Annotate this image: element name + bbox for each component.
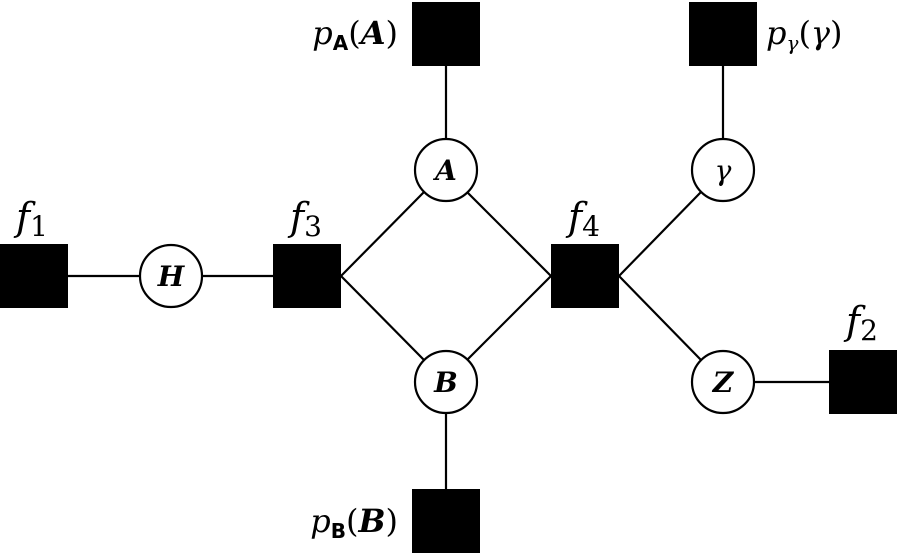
edge-f3-A	[340, 191, 425, 277]
variable-H: H	[138, 243, 204, 309]
variable-H-circle	[138, 243, 204, 309]
label-pA-open: (	[348, 14, 360, 52]
variable-Z-circle	[690, 349, 756, 415]
factor-f3	[273, 244, 341, 308]
edge-f4-gamma	[618, 191, 702, 277]
label-f1: f1	[13, 195, 48, 243]
variable-Z: Z	[690, 349, 756, 415]
edge-f3-B	[340, 275, 425, 361]
variable-B-circle	[413, 349, 479, 415]
factor-f4	[551, 244, 619, 308]
label-pGamma-p: p	[766, 14, 786, 52]
label-f1-sub: 1	[30, 210, 48, 243]
label-f3-sub: 3	[304, 210, 322, 243]
variable-A-circle	[413, 137, 479, 203]
factor-f2	[829, 350, 897, 414]
label-f2-sub: 2	[860, 314, 878, 347]
label-pGamma-close: )	[830, 14, 842, 52]
variable-gamma: γ	[690, 137, 756, 203]
variable-nodes: H A B γ Z	[138, 137, 756, 415]
label-f4-sub: 4	[582, 210, 600, 243]
edges	[68, 66, 829, 489]
variable-gamma-circle	[690, 137, 756, 203]
variable-A-label: A	[432, 154, 457, 187]
label-pB: pB(B)	[310, 502, 398, 543]
factor-pA	[412, 2, 480, 66]
label-pA-arg: A	[358, 14, 386, 52]
label-f2: f2	[843, 299, 878, 347]
label-pB-close: )	[386, 502, 398, 540]
label-pGamma-sub: γ	[786, 31, 798, 55]
variable-gamma-label: γ	[715, 154, 732, 187]
label-f4: f4	[565, 195, 600, 243]
label-pGamma: pγ(γ)	[766, 14, 843, 55]
label-f3: f3	[287, 195, 322, 243]
factor-f1	[0, 244, 68, 308]
edge-B-f4	[466, 275, 552, 361]
label-pB-open: (	[346, 502, 358, 540]
label-pB-sub: B	[331, 519, 346, 543]
variable-Z-label: Z	[712, 366, 735, 399]
label-pGamma-arg: γ	[811, 14, 831, 52]
edge-f4-Z	[618, 275, 702, 361]
variable-B-label: B	[433, 366, 458, 399]
edge-A-f4	[466, 191, 552, 277]
label-pA-p: p	[312, 14, 332, 52]
label-pB-p: p	[310, 502, 330, 540]
label-pGamma-open: (	[798, 14, 810, 52]
label-pA-sub: A	[333, 31, 349, 55]
factor-pGamma	[689, 2, 757, 66]
label-pA-close: )	[386, 14, 398, 52]
factor-pB	[412, 489, 480, 553]
variable-A: A	[413, 137, 479, 203]
variable-H-label: H	[157, 260, 186, 293]
label-pB-arg: B	[357, 502, 385, 540]
variable-B: B	[413, 349, 479, 415]
label-pA: pA(A)	[312, 14, 398, 55]
